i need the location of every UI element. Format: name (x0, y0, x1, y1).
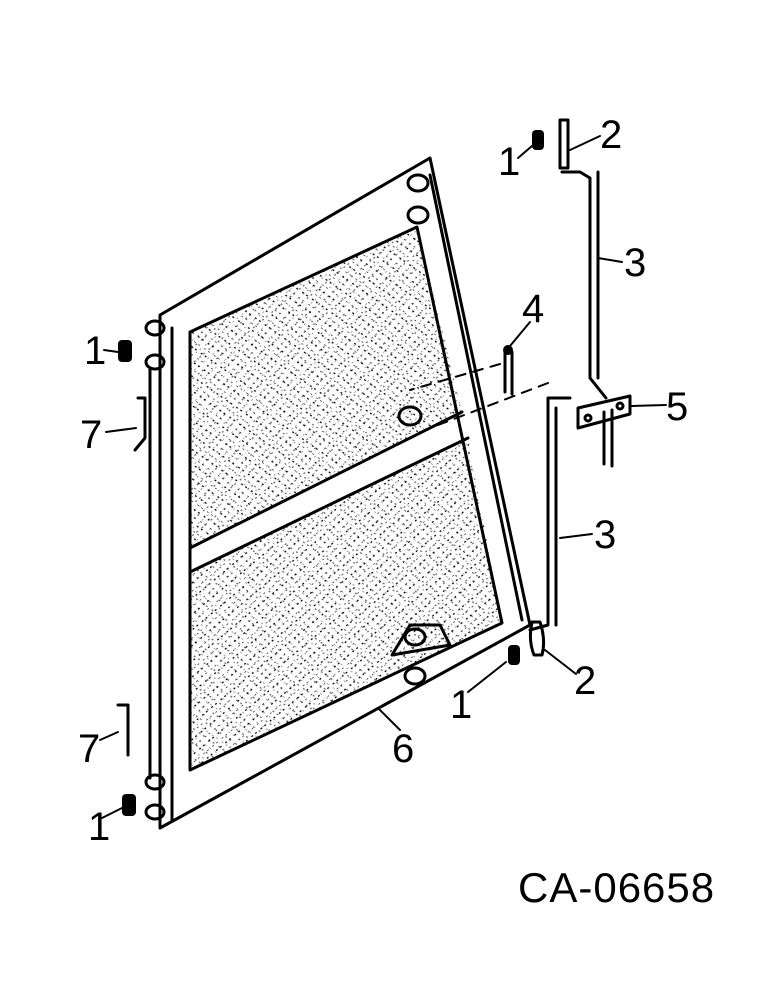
bushings-part-1 (118, 130, 544, 816)
callout-2-top: 2 (600, 113, 622, 157)
callouts: 1 2 3 4 5 3 2 1 6 1 7 7 1 (78, 113, 688, 849)
latch-plate (576, 394, 632, 468)
callout-6: 6 (392, 727, 414, 771)
callout-7-lower: 7 (78, 727, 100, 771)
clips-part-2 (528, 118, 570, 657)
figure-id: CA-06658 (518, 864, 715, 911)
callout-1-left-top: 1 (84, 329, 106, 373)
callout-5: 5 (666, 385, 688, 429)
callout-1-top: 1 (498, 140, 520, 184)
hinge-pins-part-7 (116, 396, 147, 757)
latch-rods (409, 170, 608, 632)
pin-part-4 (503, 345, 514, 396)
callout-1-lower-right: 1 (450, 683, 472, 727)
hinge-bushings (144, 173, 452, 821)
callout-3-upper: 3 (624, 241, 646, 285)
callout-1-left-bottom: 1 (88, 805, 110, 849)
callout-2-lower: 2 (574, 659, 596, 703)
callout-7-upper: 7 (80, 413, 102, 457)
leader-lines (99, 135, 667, 819)
callout-3-lower: 3 (594, 513, 616, 557)
callout-4: 4 (522, 287, 544, 331)
